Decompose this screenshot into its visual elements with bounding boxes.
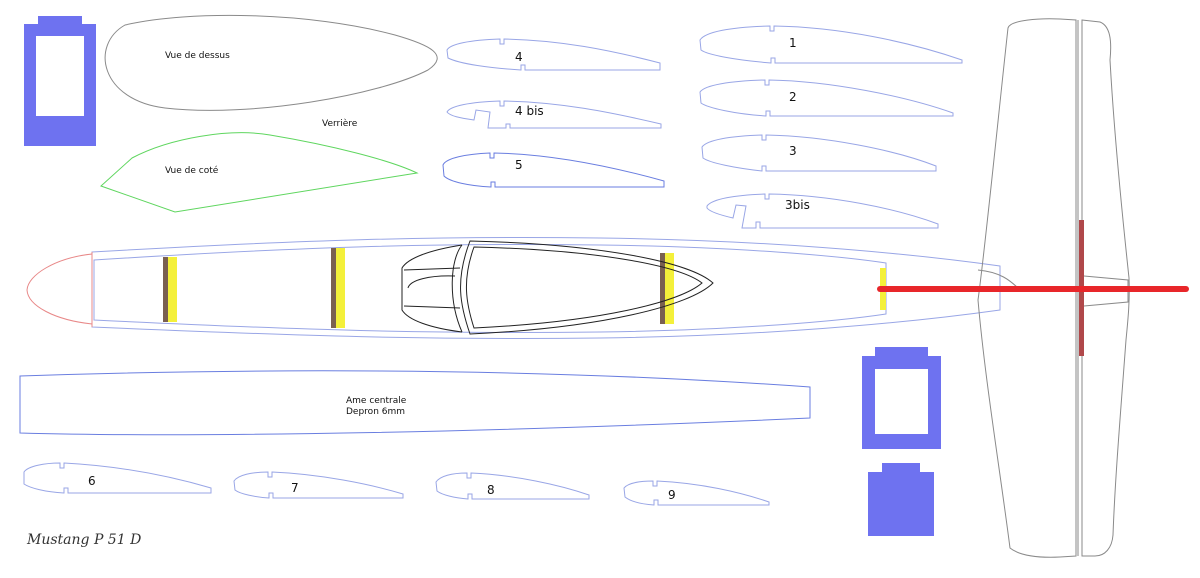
core-label-line2: Depron 6mm	[346, 407, 405, 417]
rib-7-shape	[233, 471, 404, 499]
core-label-line1: Ame centrale	[346, 396, 407, 406]
plan-signature: Mustang P 51 D	[26, 532, 141, 548]
rib-3bis-label: 3bis	[785, 198, 810, 212]
fuselage	[26, 237, 1001, 340]
cockpit-outline	[401, 240, 714, 335]
purple-frame-bottom	[862, 347, 941, 449]
rib-2-shape	[699, 79, 954, 117]
rib-1-label: 1	[789, 36, 797, 50]
former-1-brown	[163, 257, 168, 322]
canopy-side-view-outline	[100, 132, 419, 213]
rib-4-bis-shape	[446, 100, 662, 129]
former-2-brown	[331, 248, 336, 328]
canopy-top-view-outline	[104, 14, 438, 111]
fuselage-inner-outline	[93, 244, 887, 333]
rib-7-label: 7	[291, 481, 299, 495]
fuselage-outline	[91, 237, 1001, 340]
former-1-yellow	[168, 257, 177, 322]
rib-3bis-shape	[706, 193, 939, 229]
rib-9-label: 9	[668, 488, 676, 502]
rib-6-shape	[23, 462, 212, 494]
rib-5-shape	[442, 152, 665, 188]
canopy-label: Verrière	[322, 118, 358, 129]
rib-8-shape	[435, 472, 590, 500]
former-3-yellow	[665, 253, 674, 324]
nose-cone-outline	[26, 253, 93, 325]
former-3-brown	[660, 253, 665, 324]
purple-frame-top-left	[24, 16, 96, 146]
rib-1-shape	[699, 25, 963, 64]
rib-4-bis-label: 4 bis	[515, 104, 544, 118]
rib-9-shape	[623, 480, 770, 506]
side-view-label: Vue de coté	[165, 165, 219, 176]
rib-8-label: 8	[487, 483, 495, 497]
former-2-yellow	[336, 248, 345, 328]
top-view-label: Vue de dessus	[165, 51, 230, 61]
rib-3-label: 3	[789, 144, 797, 158]
rib-4-label: 4	[515, 50, 523, 64]
rib-3-shape	[701, 134, 937, 172]
purple-block-bottom	[868, 463, 934, 536]
central-core-outline	[19, 370, 811, 436]
rib-4-shape	[446, 38, 661, 71]
rib-5-label: 5	[515, 158, 523, 172]
rib-2-label: 2	[789, 90, 797, 104]
rib-6-label: 6	[88, 474, 96, 488]
